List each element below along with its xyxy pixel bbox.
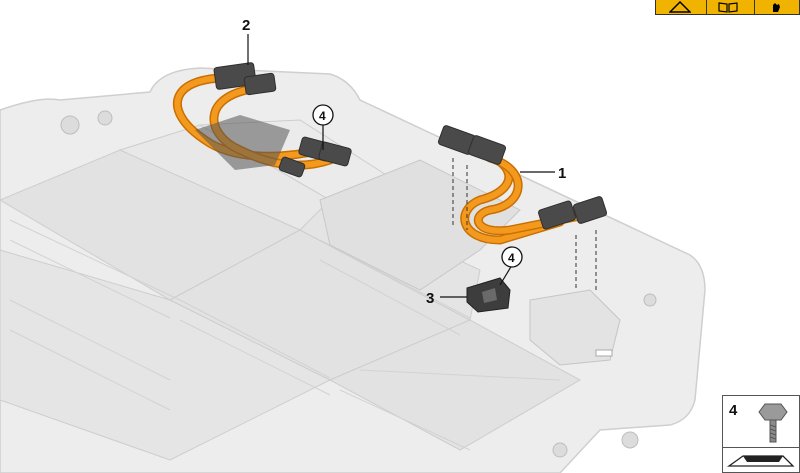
- cable-assembly-1: [437, 125, 608, 290]
- circled-ref-4-bottom: 4: [501, 246, 523, 268]
- circled-ref-4-top-label: 4: [319, 109, 326, 123]
- leader-lines: [247, 34, 555, 298]
- circled-ref-4-top: 4: [312, 104, 334, 126]
- warning-triangle-icon: [659, 0, 701, 14]
- part-shape-preview: [722, 447, 800, 473]
- bolt-icon: [758, 403, 788, 443]
- manual-book-icon: [706, 0, 748, 14]
- callout-3: 3: [426, 290, 434, 307]
- cable-assembly-2: [172, 62, 352, 178]
- part-3-bracket: [466, 277, 511, 313]
- part-legend-number: 4: [729, 402, 738, 419]
- circled-ref-4-bottom-label: 4: [508, 251, 515, 265]
- battery-tray: [0, 67, 706, 473]
- warning-strip: [655, 0, 800, 15]
- callout-1: 1: [558, 165, 566, 182]
- callout-2: 2: [242, 17, 250, 34]
- hand-protection-icon: [754, 0, 796, 14]
